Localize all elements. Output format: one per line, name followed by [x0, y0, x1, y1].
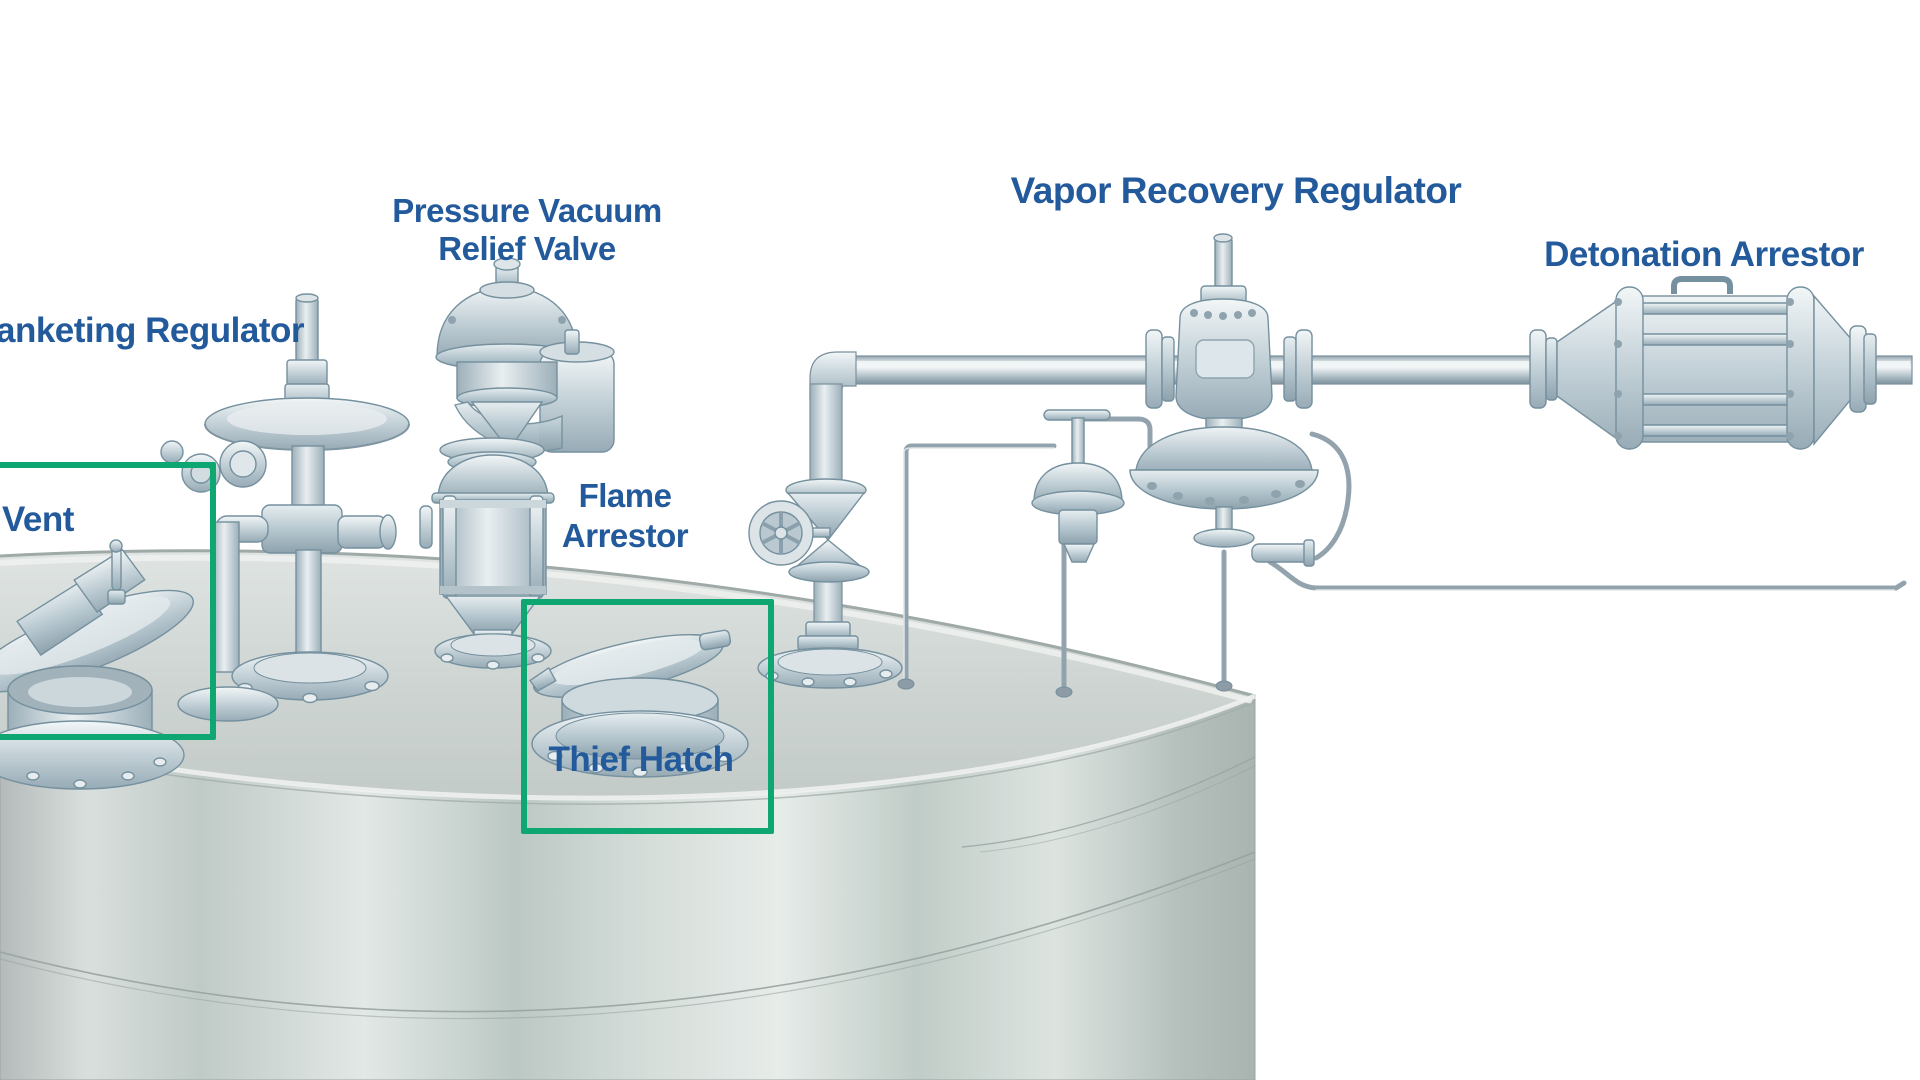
- flame-arrestor-body: [439, 499, 547, 595]
- flame-arrestor-label: Flame Arrestor: [561, 477, 689, 555]
- pressure-vacuum-relief-valve-device: [435, 257, 615, 473]
- flame-arrestor-device: [419, 454, 555, 670]
- thief-hatch-latch: [529, 666, 557, 692]
- vapor-recovery-regulator-label: Vapor Recovery Regulator: [1010, 170, 1462, 211]
- tank-seam-upper: [961, 756, 1256, 848]
- vent-lid: [0, 548, 194, 693]
- riser-gate-valve: [748, 478, 903, 689]
- arrestor-handle: [1671, 276, 1733, 294]
- thief-hatch-hinge: [698, 629, 732, 651]
- arrestor-housing: [1639, 295, 1791, 443]
- vent-label: Vent: [2, 500, 74, 539]
- blanketing-regulator-device: [160, 293, 410, 722]
- detonation-arrestor-device: [1529, 276, 1877, 450]
- tank-seam: [0, 851, 1256, 1013]
- tank-roof-back-rim: [0, 549, 1256, 698]
- sensing-lines: [897, 416, 1907, 698]
- thief-hatch-highlight-box: [521, 599, 774, 834]
- pilot-regulator-device: [1031, 409, 1125, 563]
- blanketing-regulator-label: anketing Regulator: [0, 311, 304, 350]
- vapor-recovery-regulator-device: [1129, 233, 1319, 567]
- thief-hatch-device: [529, 629, 749, 778]
- thief-hatch-label: Thief Hatch: [548, 740, 734, 779]
- tank-roof-front-rim: [0, 693, 1256, 801]
- vent-highlight-box: [0, 462, 216, 740]
- vent-device: [0, 539, 194, 790]
- detonation-arrestor-label: Detonation Arrestor: [1544, 235, 1864, 274]
- regulator-diaphragm-dome: [1135, 426, 1313, 471]
- pressure-vacuum-relief-valve-label: Pressure Vacuum Relief Valve: [392, 192, 662, 268]
